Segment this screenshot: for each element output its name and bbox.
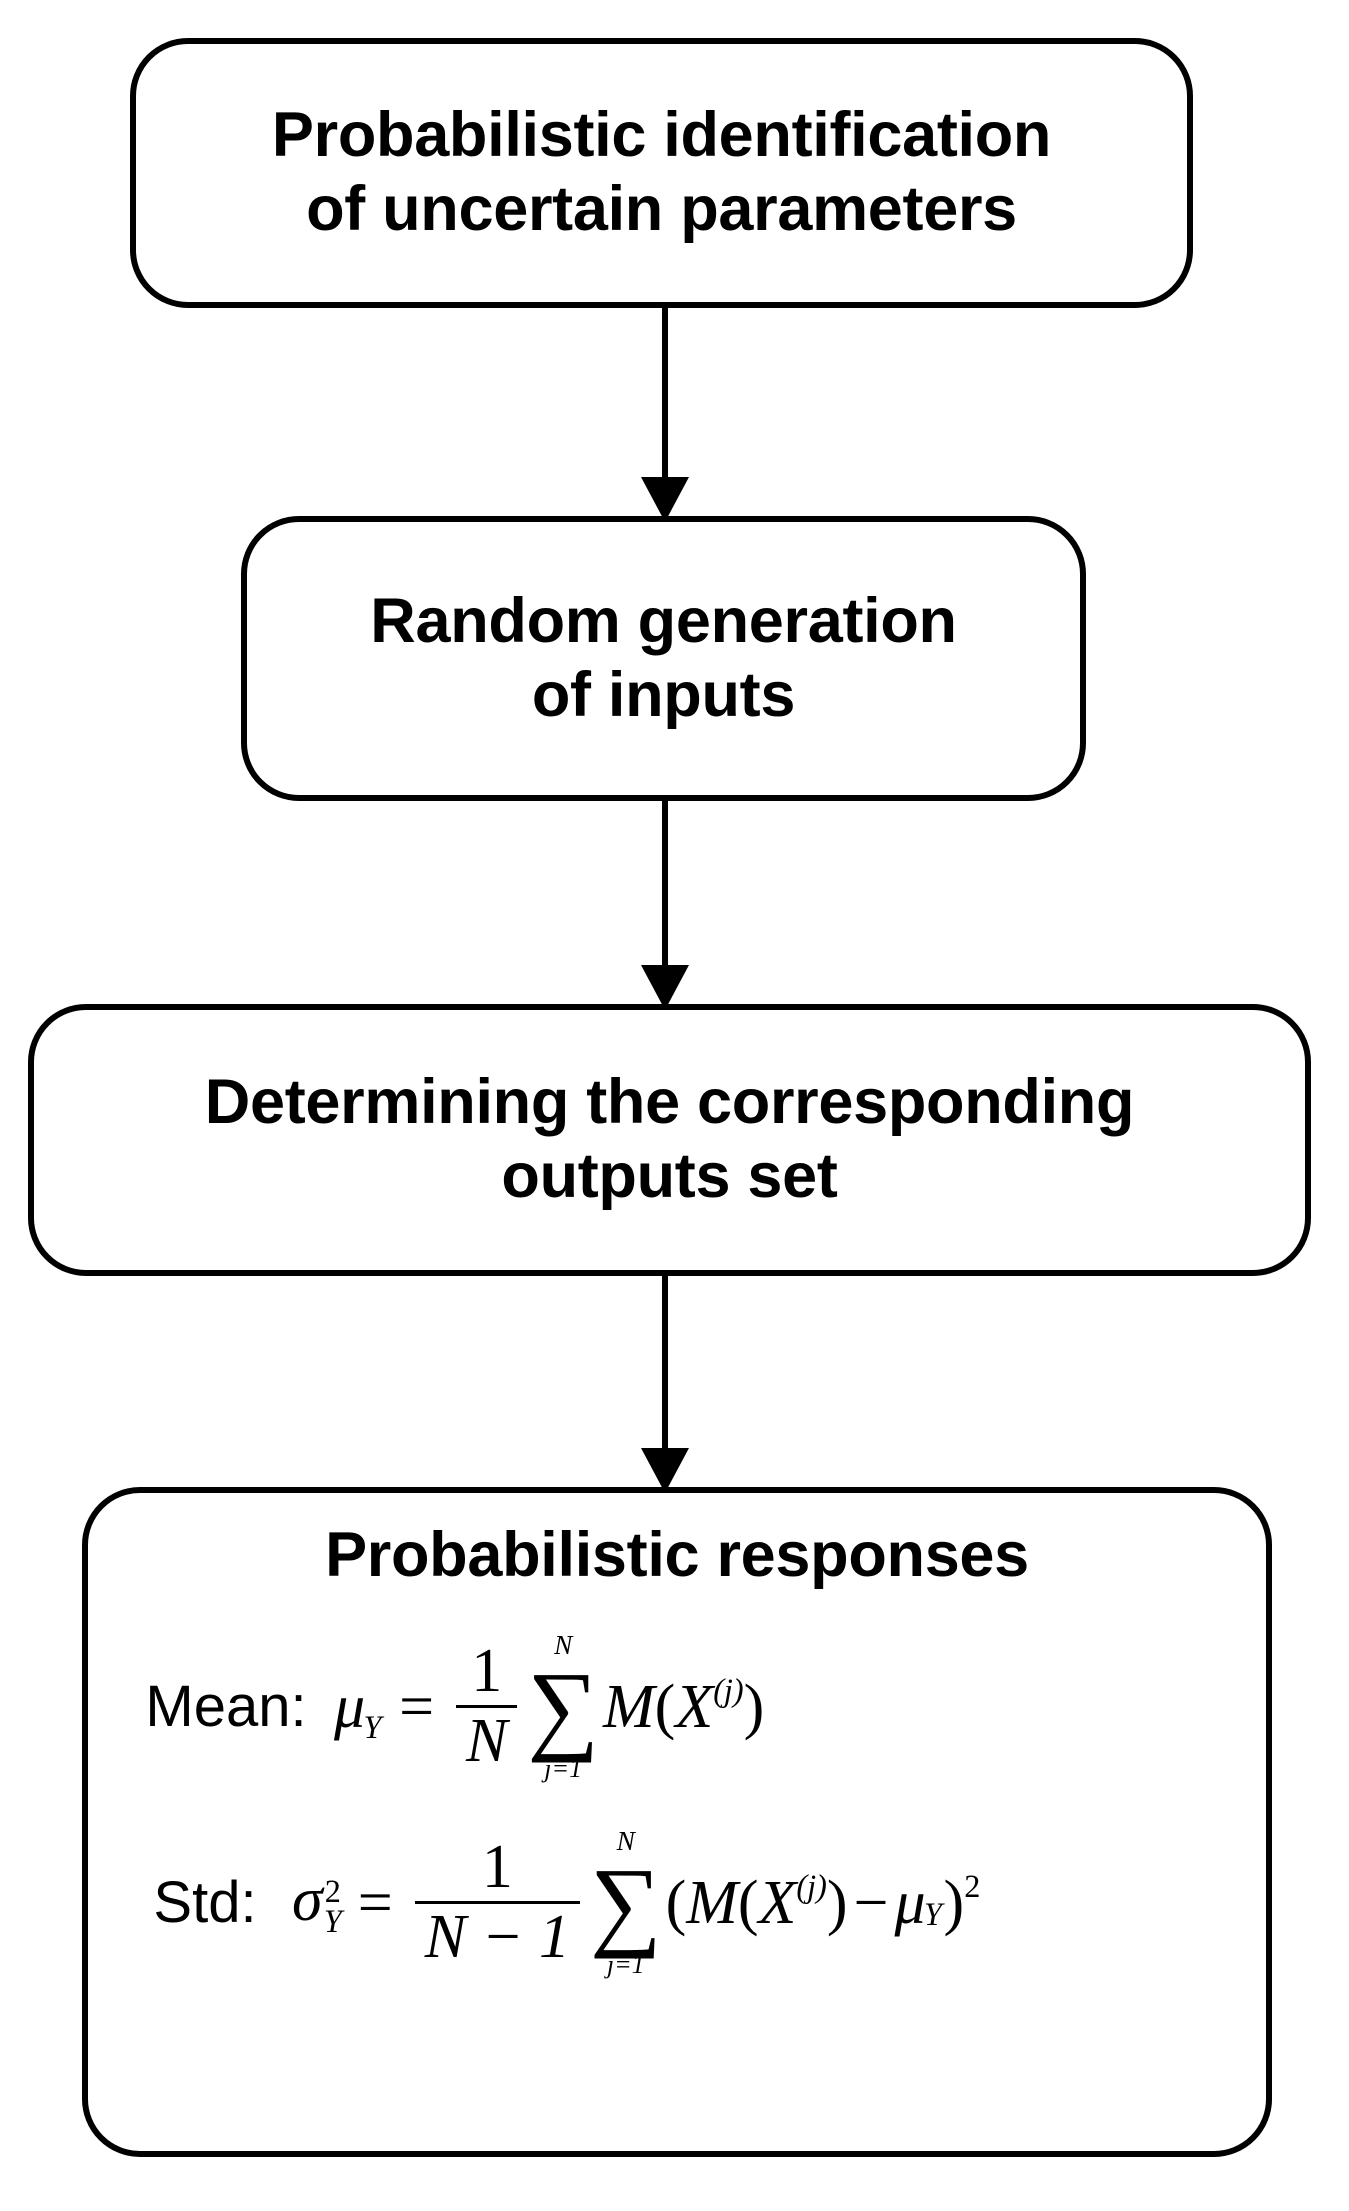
node-2-label: Random generation of inputs (370, 585, 957, 730)
std-outer-open-paren: ( (665, 1868, 687, 1937)
mean-equals-sign: = (399, 1672, 435, 1741)
std-input-var: X (758, 1868, 797, 1937)
flow-node-probabilistic-identification: Probabilistic identification of uncertai… (130, 38, 1193, 308)
std-fraction-denominator: N − 1 (414, 1901, 580, 1969)
sigma-summation-icon: ∑ (527, 1651, 599, 1764)
std-mu-symbol: μ (894, 1868, 926, 1937)
formula-block: Mean: μY = 1 N N ∑ j=1 M(X(j)) (88, 1609, 1266, 2001)
std-sum-upper-limit: N (616, 1825, 635, 1856)
std-close-paren: ) (826, 1868, 848, 1937)
formula-mean-expression: μY = 1 N N ∑ j=1 M(X(j)) (334, 1629, 765, 1783)
mean-close-paren: ) (743, 1672, 765, 1741)
std-input-superscript: (j) (796, 1867, 827, 1904)
mean-fraction-denominator: N (456, 1705, 518, 1773)
std-model-fn: M (686, 1868, 738, 1937)
std-sigma-subscript: Y (323, 1903, 342, 1940)
std-fraction: 1 N − 1 (414, 1832, 580, 1969)
std-sigma-superscript: 2 (324, 1872, 341, 1909)
std-sigma-symbol: σ (292, 1866, 323, 1934)
formula-mean: Mean: μY = 1 N N ∑ j=1 M(X(j)) (122, 1609, 1266, 1805)
mean-summation: N ∑ j=1 (527, 1629, 599, 1783)
std-minus-sign: − (853, 1868, 889, 1937)
flow-node-probabilistic-responses: Probabilistic responses Mean: μY = 1 N N… (82, 1487, 1272, 2157)
mean-mu-y: μY (334, 1672, 383, 1743)
mean-fraction: 1 N (456, 1636, 518, 1773)
node-3-label: Determining the corresponding outputs se… (204, 1067, 1135, 1211)
mean-model-fn: M (603, 1672, 655, 1741)
node-1-label: Probabilistic identification of uncertai… (271, 100, 1052, 244)
std-equals-sign: = (357, 1868, 393, 1937)
mean-fraction-numerator: 1 (471, 1636, 503, 1705)
std-summation: N ∑ j=1 (589, 1825, 662, 1979)
edge-node3-to-node4 (641, 1276, 689, 1493)
node-4-label: Probabilistic responses (325, 1520, 1029, 1590)
std-outer-superscript: 2 (964, 1867, 981, 1904)
flow-node-random-generation: Random generation of inputs (241, 516, 1086, 801)
std-outer-close-paren: ) (943, 1868, 965, 1937)
std-open-paren: ( (737, 1868, 759, 1937)
mean-sum-upper-limit: N (554, 1629, 573, 1660)
flow-node-determining-outputs: Determining the corresponding outputs se… (28, 1004, 1311, 1276)
mean-mu-symbol: μ (334, 1672, 366, 1741)
mean-sum-lower-limit: j=1 (544, 1753, 583, 1783)
std-sum-lower-limit: j=1 (606, 1949, 645, 1979)
sigma-summation-icon: ∑ (589, 1847, 662, 1960)
std-fraction-numerator: 1 (481, 1832, 513, 1901)
mean-input-superscript: (j) (713, 1671, 744, 1708)
mean-open-paren: ( (654, 1672, 676, 1741)
edge-node2-to-node3 (641, 801, 689, 1010)
formula-std-label: Std: (153, 1869, 257, 1935)
formula-mean-label: Mean: (145, 1673, 307, 1739)
edge-node1-to-node2 (641, 308, 689, 522)
mean-mu-subscript: Y (363, 1708, 382, 1745)
std-mu-subscript: Y (924, 1895, 942, 1932)
mean-input-var: X (675, 1672, 714, 1741)
